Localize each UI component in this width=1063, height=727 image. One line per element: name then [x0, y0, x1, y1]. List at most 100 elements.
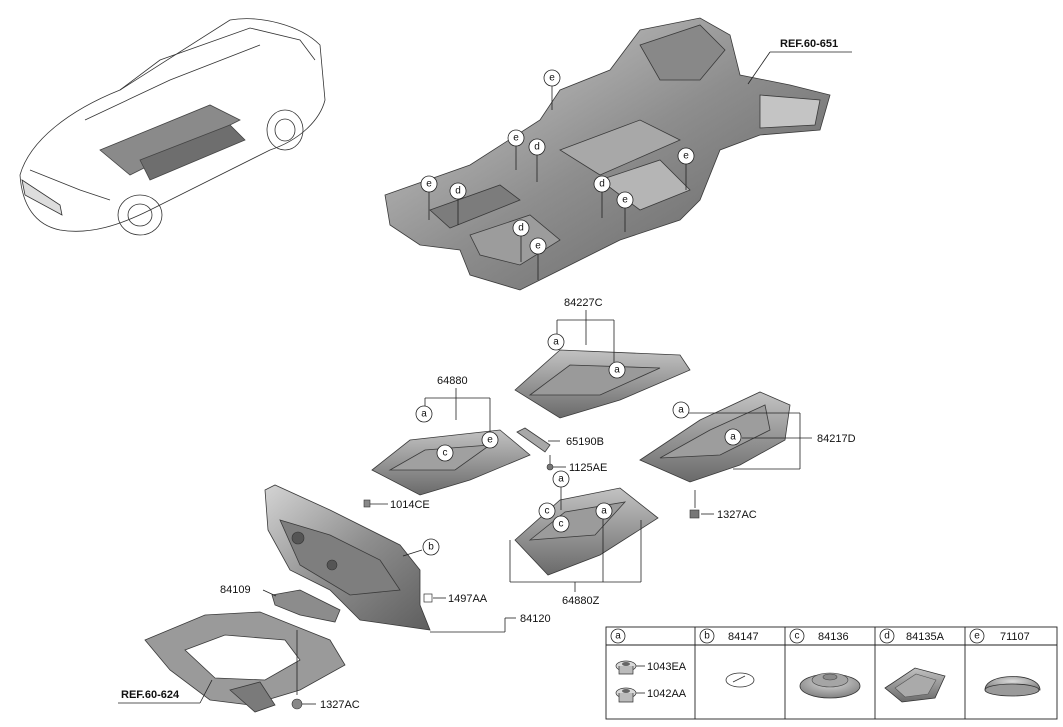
callout-letter: d	[455, 186, 461, 197]
part-1125AE-label: 1125AE	[569, 462, 607, 474]
bolt-icon	[546, 463, 554, 471]
legend-key: b	[704, 631, 710, 642]
plug-84135A-icon	[884, 667, 946, 703]
dash-insulator-84120: b 1497AA 84120	[264, 484, 551, 633]
fastener-1042AA: 1042AA	[615, 687, 687, 703]
legend-header-a: a	[610, 628, 626, 644]
grommet-icon	[291, 531, 305, 545]
callout-letter: e	[622, 195, 628, 206]
legend-header-d: d 84135A	[879, 628, 945, 644]
ref-floor-label-group: REF.60-651	[747, 38, 852, 85]
cap-71107-icon	[984, 676, 1041, 697]
legend-a-item: 1043EA	[647, 661, 687, 673]
callout-letter: e	[683, 151, 689, 162]
callout-a	[672, 401, 690, 419]
callout-letter: d	[534, 142, 540, 153]
callout-c	[436, 444, 454, 462]
grommet-icon	[326, 559, 338, 571]
vehicle-overview-illustration	[19, 18, 326, 236]
callout-letter: a	[730, 432, 736, 443]
legend-part: 84136	[818, 631, 849, 643]
callout-letter: e	[535, 241, 541, 252]
callout-d: d	[512, 219, 530, 262]
callout-d: d	[593, 175, 611, 218]
callout-letter: a	[553, 337, 559, 348]
callout-a	[552, 470, 570, 488]
legend-part: 71107	[1000, 631, 1030, 643]
part-1327AC-right-label: 1327AC	[717, 509, 757, 521]
plug-icon	[291, 698, 303, 710]
parts-legend-table: a b 84147 c 84136 d 84135A e 71107	[605, 626, 1058, 720]
callout-e: e	[677, 147, 695, 190]
part-65190B-label: 65190B	[566, 436, 604, 448]
callout-c	[552, 515, 570, 533]
callout-letter: a	[678, 405, 684, 416]
callout-letter: c	[559, 519, 564, 530]
part-64880Z-label: 64880Z	[562, 595, 600, 607]
callout-letter: d	[599, 179, 605, 190]
legend-part: 84135A	[906, 631, 945, 643]
legend-a-item: 1042AA	[647, 688, 687, 700]
part-84120-label: 84120	[520, 613, 551, 625]
callout-letter: a	[614, 365, 620, 376]
part-84227C-label: 84227C	[564, 297, 603, 309]
plug-icon	[689, 509, 700, 519]
floor-pan-assembly	[384, 17, 831, 291]
callout-a	[547, 333, 565, 351]
callout-letter: d	[518, 223, 524, 234]
callout-d: d	[449, 182, 467, 225]
pad-84109: 84109	[220, 584, 341, 623]
callout-letter: e	[549, 73, 555, 84]
part-1497AA-label: 1497AA	[448, 593, 488, 605]
callout-c	[538, 502, 556, 520]
callout-letter: c	[545, 506, 550, 517]
bracket-65190B: 65190B 1125AE	[516, 427, 607, 474]
callout-e: e	[616, 191, 634, 232]
fastener-1043EA: 1043EA	[615, 660, 687, 675]
callout-letter: b	[428, 542, 434, 553]
callout-letter: e	[513, 133, 519, 144]
plug-84136-icon	[799, 672, 861, 699]
callout-e	[481, 431, 499, 449]
legend-part: 84147	[728, 631, 759, 643]
legend-key: e	[974, 631, 980, 642]
callout-e: e	[543, 69, 561, 110]
legend-header-c: c 84136	[789, 628, 849, 644]
bolt-icon	[363, 499, 371, 508]
grommet-84147-icon	[725, 672, 755, 688]
callout-letter: a	[421, 409, 427, 420]
floor-callouts: e e d e e d d e d e	[420, 69, 695, 280]
panel-64880: 64880 a c e 1014CE	[363, 375, 531, 511]
callout-letter: a	[558, 474, 564, 485]
callout-a	[415, 405, 433, 423]
panel-84227C: 84227C a a	[514, 297, 691, 419]
clip-icon	[423, 593, 433, 603]
legend-key: a	[615, 631, 621, 642]
callout-b	[422, 538, 440, 556]
callout-letter: c	[443, 448, 448, 459]
callout-letter: e	[487, 435, 493, 446]
callout-a	[608, 361, 626, 379]
ref-floor-label: REF.60-651	[780, 38, 838, 50]
part-84109-label: 84109	[220, 584, 251, 596]
callout-e: e	[529, 237, 547, 280]
callout-e: e	[420, 175, 438, 220]
callout-a	[724, 428, 742, 446]
part-1014CE-label: 1014CE	[390, 499, 430, 511]
callout-a	[595, 502, 613, 520]
legend-key: c	[795, 631, 800, 642]
subframe-assembly: 1327AC REF.60-624	[118, 611, 360, 713]
callout-letter: e	[426, 179, 432, 190]
ref-subframe-label: REF.60-624	[121, 689, 180, 701]
panel-64880Z: 64880Z a c c a	[509, 470, 659, 607]
part-1327AC-bottom-label: 1327AC	[320, 699, 360, 711]
panel-84217D: 84217D a a 1327AC	[639, 391, 856, 521]
legend-key: d	[884, 631, 890, 642]
part-84217D-label: 84217D	[817, 433, 856, 445]
callout-e: e	[507, 129, 525, 170]
part-64880-label: 64880	[437, 375, 468, 387]
legend-header-e: e 71107	[969, 628, 1030, 644]
callout-d: d	[528, 138, 546, 182]
legend-header-b: b 84147	[699, 628, 759, 644]
